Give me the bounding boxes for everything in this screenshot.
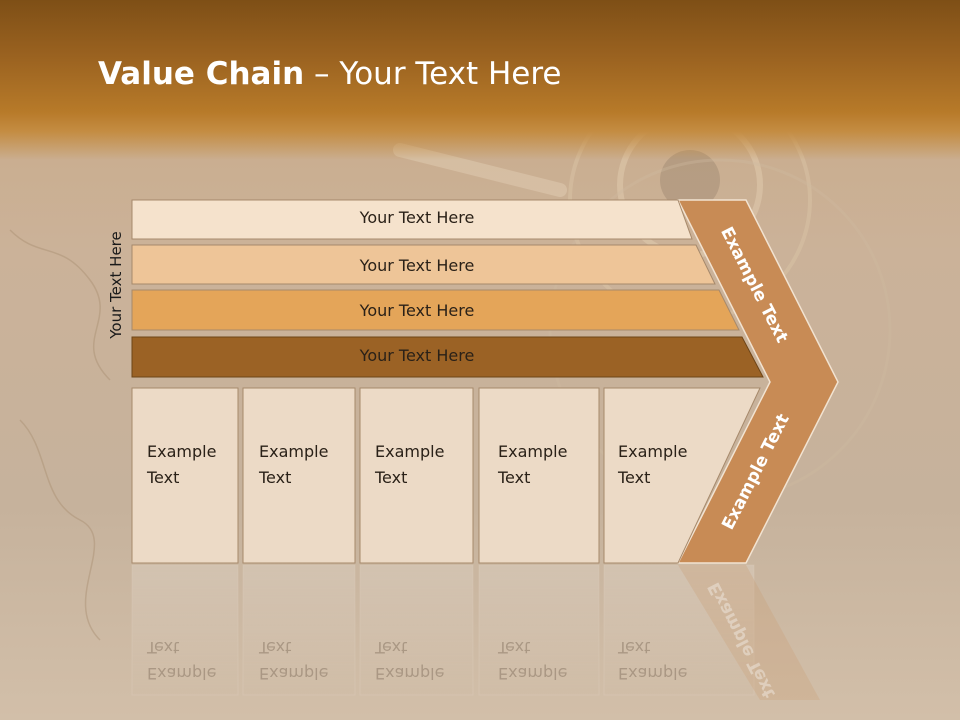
compass-center-decoration: [660, 150, 720, 210]
box-5-reflection-line1: Example: [618, 664, 688, 683]
box-4-reflection-line1: Example: [498, 664, 568, 683]
box-1-line2: Text: [147, 468, 180, 487]
vertical-label-text: Your Text Here: [107, 231, 125, 339]
box-1-reflection-line1: Example: [147, 664, 217, 683]
bar-4-label: Your Text Here: [359, 346, 475, 365]
box-5-reflection-line2: Text: [618, 638, 651, 657]
box-5-reflection-text: Example Text: [618, 634, 687, 686]
bar-2: [131, 244, 716, 285]
bar-1-label: Your Text Here: [359, 208, 475, 227]
box-3-reflection-line1: Example: [375, 664, 445, 683]
box-1-reflection-line2: Text: [147, 638, 180, 657]
reflection-group: [131, 564, 820, 700]
box-4-reflection-text: Example Text: [498, 634, 567, 686]
header-band: [0, 0, 960, 160]
box-5-line1: Example: [618, 442, 688, 461]
box-4-reflection-line2: Text: [498, 638, 531, 657]
box-2-reflection-line1: Example: [259, 664, 329, 683]
box-3-reflection-line2: Text: [375, 638, 408, 657]
box-1-reflection-text: Example Text: [147, 634, 216, 686]
box-2-line2: Text: [259, 468, 292, 487]
box-2-line1: Example: [259, 442, 329, 461]
box-5-line2: Text: [618, 468, 651, 487]
slide-title: Value Chain – Your Text Here: [98, 54, 561, 94]
box-1-line1: Example: [147, 442, 217, 461]
box-reflection: [242, 564, 356, 696]
box-reflection: [359, 564, 474, 696]
box-3: [359, 387, 474, 564]
box-3-line1: Example: [375, 442, 445, 461]
title-rest: – Your Text Here: [304, 56, 562, 92]
box-2: [242, 387, 356, 564]
box-reflection: [131, 564, 239, 696]
box-2-reflection-text: Example Text: [259, 634, 328, 686]
arrow-reflection: [678, 565, 820, 700]
bar-3: [131, 289, 740, 331]
title-bold: Value Chain: [98, 56, 305, 92]
box-reflection: [478, 564, 600, 696]
vertical-label: Your Text Here: [96, 215, 136, 355]
bar-2-label: Your Text Here: [359, 256, 475, 275]
box-4-line2: Text: [498, 468, 531, 487]
chevron-arrow: [676, 199, 839, 564]
box-reflection: [603, 564, 755, 696]
bar-3-label: Your Text Here: [359, 301, 475, 320]
box-1: [131, 387, 239, 564]
box-4: [478, 387, 600, 564]
box-3-reflection-text: Example Text: [375, 634, 444, 686]
bar-1: [131, 199, 693, 240]
box-5: [603, 387, 761, 564]
box-4-line1: Example: [498, 442, 568, 461]
box-3-line2: Text: [375, 468, 408, 487]
bar-4: [131, 336, 764, 378]
box-2-reflection-line2: Text: [259, 638, 292, 657]
map-lines-decoration: [9, 229, 111, 641]
